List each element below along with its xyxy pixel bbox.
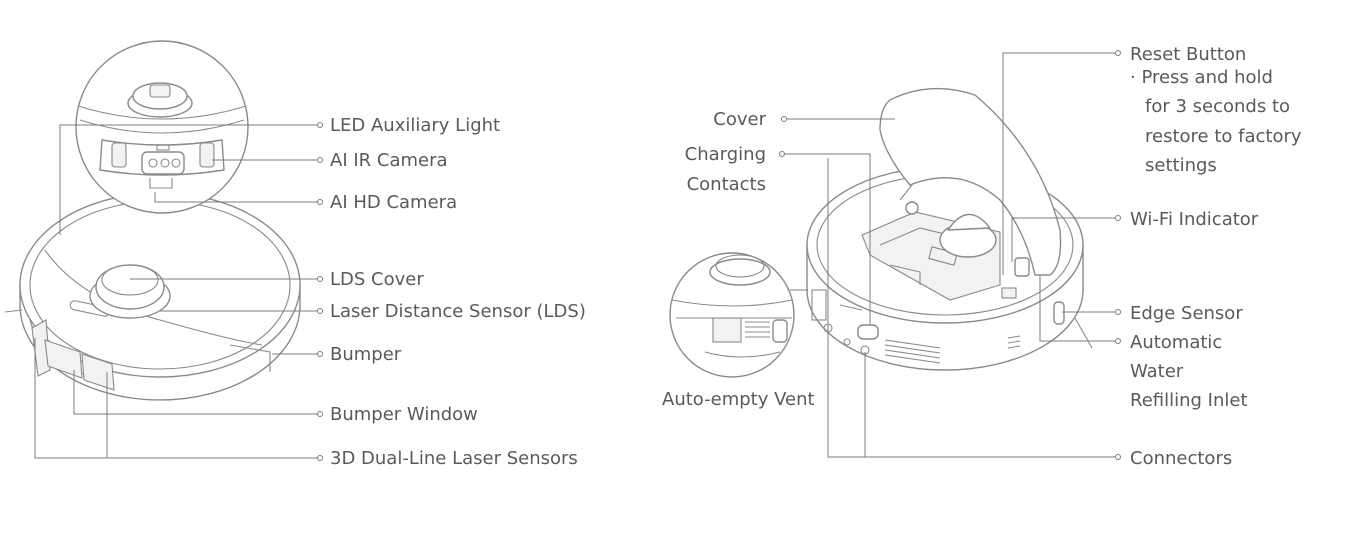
auto-empty-closeup (669, 252, 795, 378)
label-auto-empty-vent: Auto-empty Vent (662, 389, 815, 410)
label-cover: Cover (713, 109, 766, 130)
label-bumper-window: Bumper Window (330, 404, 478, 425)
robot-open-view (806, 87, 1093, 371)
label-automatic: Automatic (1130, 332, 1222, 353)
label-edge-sensor: Edge Sensor (1130, 303, 1243, 324)
label-ai-ir-camera: AI IR Camera (330, 150, 448, 171)
left-leader-lines (34, 122, 323, 461)
label-ai-hd-camera: AI HD Camera (330, 192, 457, 213)
label-connectors: Connectors (1130, 448, 1232, 469)
label-laser-distance-sensor: Laser Distance Sensor (LDS) (330, 301, 586, 322)
label-contacts: Contacts (687, 174, 766, 195)
label-bumper: Bumper (330, 344, 402, 365)
camera-closeup (75, 40, 249, 214)
label-lds-cover: LDS Cover (330, 269, 424, 290)
label-reset-button: Reset Button (1130, 44, 1246, 65)
reset-note-line-4: settings (1145, 155, 1217, 176)
robot-top-view (4, 192, 301, 401)
label-water: Water (1130, 361, 1184, 382)
reset-note-line-3: restore to factory (1145, 126, 1302, 147)
label-refilling-inlet: Refilling Inlet (1130, 390, 1248, 411)
label-3d-dual-line-laser-sensors: 3D Dual-Line Laser Sensors (330, 448, 578, 469)
reset-note-line-1: · Press and hold (1130, 67, 1273, 88)
label-led-auxiliary-light: LED Auxiliary Light (330, 115, 500, 136)
reset-note-line-2: for 3 seconds to (1145, 96, 1290, 117)
label-charging: Charging (685, 144, 766, 165)
label-wifi-indicator: Wi-Fi Indicator (1130, 209, 1259, 230)
right-leader-lines (779, 50, 1121, 460)
